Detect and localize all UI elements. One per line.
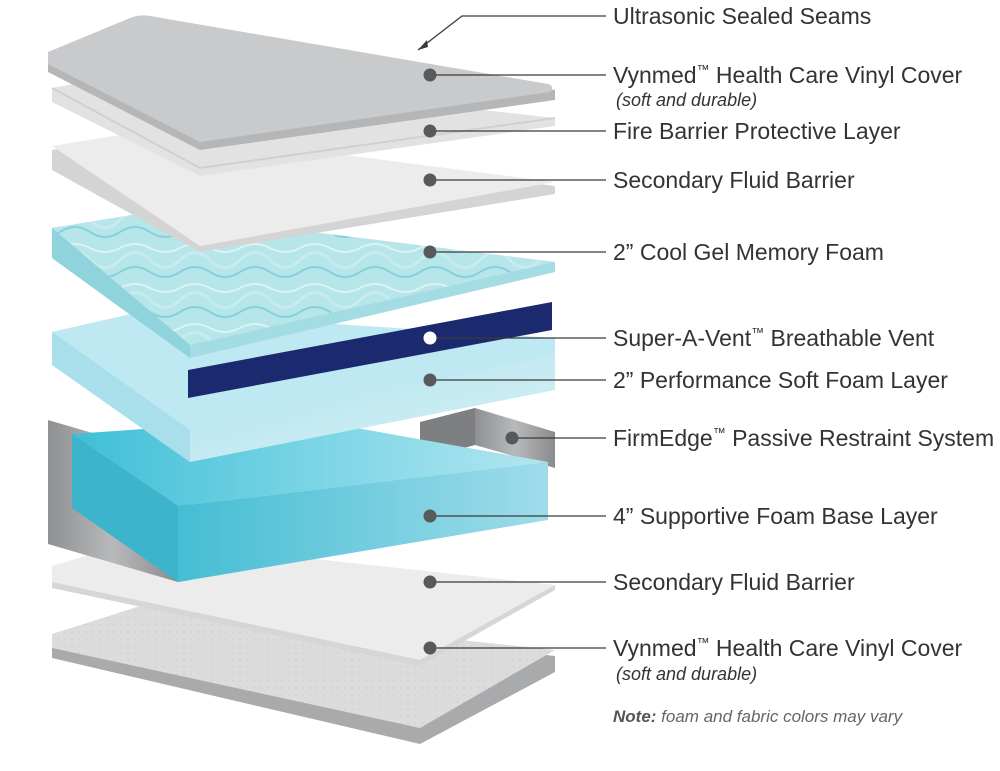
label-vinyl-bottom: Vynmed™ Health Care Vinyl Cover — [613, 635, 963, 661]
dot-icon — [423, 68, 437, 82]
label-vinyl-top-sub: (soft and durable) — [616, 90, 757, 110]
label-soft-foam: 2” Performance Soft Foam Layer — [613, 367, 948, 393]
dot-icon — [423, 641, 437, 655]
dot-icon — [423, 509, 437, 523]
dot-icon — [423, 245, 437, 259]
labels: Ultrasonic Sealed Seams Vynmed™ Health C… — [613, 3, 994, 726]
callout-dots — [423, 68, 519, 655]
label-fire-barrier: Fire Barrier Protective Layer — [613, 118, 901, 144]
dot-icon — [505, 431, 519, 445]
leader-lines — [417, 15, 606, 649]
leader-seams — [417, 15, 606, 51]
label-fluid-top: Secondary Fluid Barrier — [613, 167, 855, 193]
dot-icon — [423, 173, 437, 187]
dot-icon — [423, 331, 437, 345]
label-base-foam: 4” Supportive Foam Base Layer — [613, 503, 938, 529]
label-firmedge: FirmEdge™ Passive Restraint System — [613, 425, 994, 451]
note: Note: foam and fabric colors may vary — [613, 707, 904, 726]
label-gel-foam: 2” Cool Gel Memory Foam — [613, 239, 884, 265]
dot-icon — [423, 575, 437, 589]
label-vent: Super-A-Vent™ Breathable Vent — [613, 325, 935, 351]
label-seams: Ultrasonic Sealed Seams — [613, 3, 871, 29]
label-fluid-bottom: Secondary Fluid Barrier — [613, 569, 855, 595]
dot-icon — [423, 124, 437, 138]
arrowhead-icon — [418, 40, 428, 50]
label-vinyl-top: Vynmed™ Health Care Vinyl Cover — [613, 62, 963, 88]
breathable-vent-layer — [188, 302, 552, 398]
vinyl-cover-top-layer — [48, 15, 555, 151]
dot-icon — [423, 373, 437, 387]
label-vinyl-bottom-sub: (soft and durable) — [616, 664, 757, 684]
